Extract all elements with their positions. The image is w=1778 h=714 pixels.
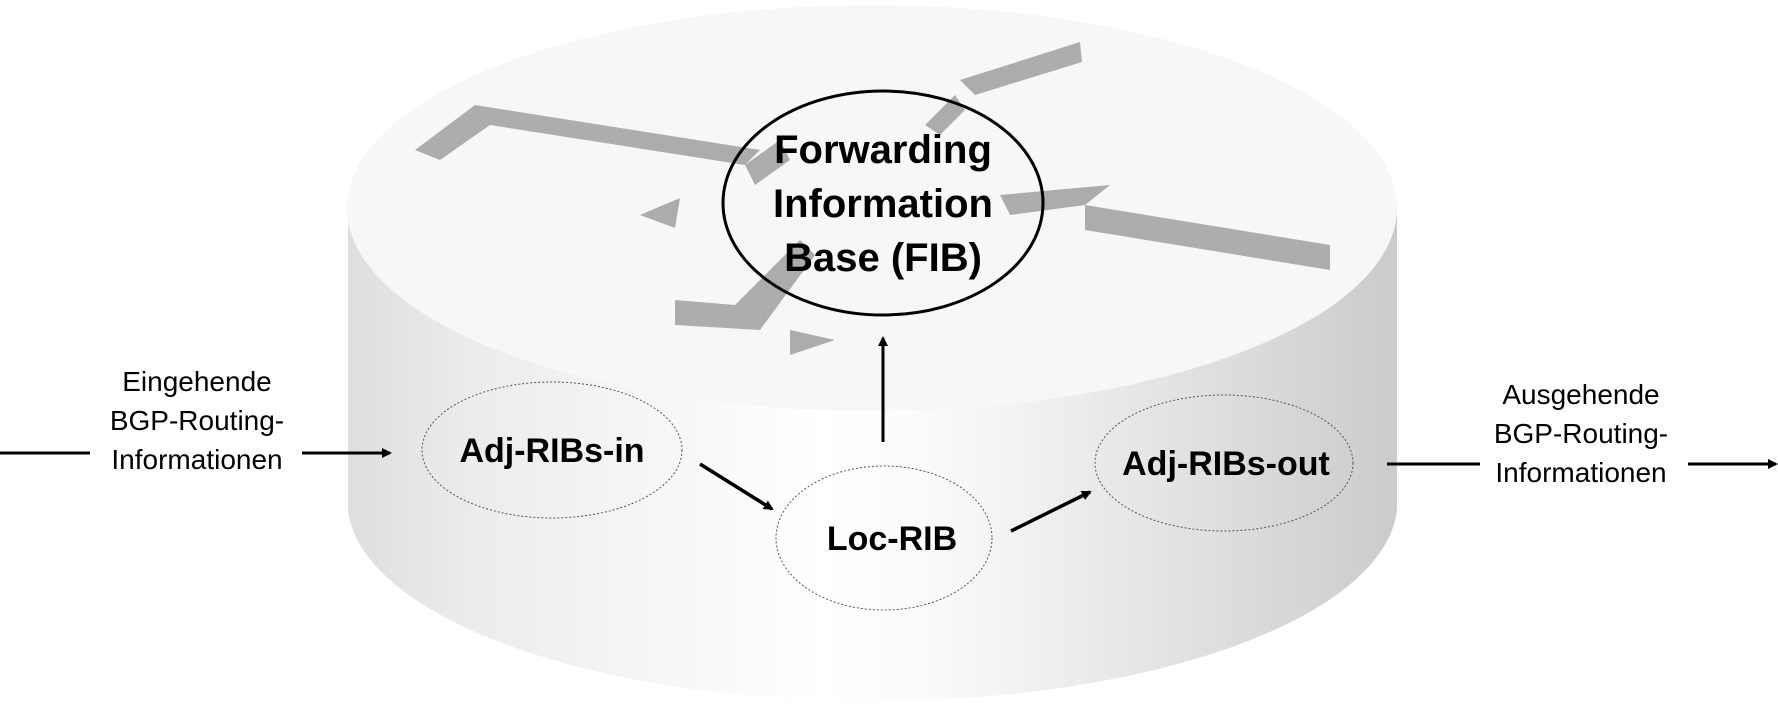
router-arrows-icon	[415, 42, 1330, 355]
fib-ellipse	[721, 89, 1045, 317]
incoming-label-line-1: Eingehende	[122, 366, 271, 397]
outgoing-label-line-3: Informationen	[1495, 457, 1666, 488]
adj-ribs-in-node: Adj-RIBs-in	[421, 381, 683, 519]
arrow-adj-in-to-loc-rib	[699, 462, 774, 511]
outgoing-label-line-1: Ausgehende	[1502, 379, 1659, 410]
loc-rib-ellipse	[775, 465, 993, 611]
incoming-label-line-3: Informationen	[111, 444, 282, 475]
fib-label-line-1: Forwarding	[774, 128, 992, 172]
outgoing-label-line-2: BGP-Routing-	[1494, 418, 1668, 449]
adj-ribs-out-ellipse	[1094, 394, 1354, 532]
router-top-face	[347, 5, 1397, 411]
adj-ribs-out-label: Adj-RIBs-out	[1122, 445, 1330, 483]
adj-ribs-out-node: Adj-RIBs-out	[1094, 394, 1354, 532]
arrow-loc-rib-to-adj-out	[1010, 490, 1092, 533]
incoming-label-line-2: BGP-Routing-	[110, 405, 284, 436]
fib-label-line-3: Base (FIB)	[784, 236, 982, 280]
incoming-info: Eingehende BGP-Routing- Informationen	[0, 366, 392, 475]
adj-ribs-in-label: Adj-RIBs-in	[459, 432, 644, 470]
fib-node: Forwarding Information Base (FIB)	[721, 89, 1045, 317]
outgoing-info: Ausgehende BGP-Routing- Informationen	[1387, 379, 1778, 488]
loc-rib-node: Loc-RIB	[775, 465, 993, 611]
loc-rib-label: Loc-RIB	[827, 520, 957, 558]
router-icon	[347, 5, 1397, 702]
fib-label-line-2: Information	[773, 182, 993, 226]
adj-ribs-in-ellipse	[421, 381, 683, 519]
